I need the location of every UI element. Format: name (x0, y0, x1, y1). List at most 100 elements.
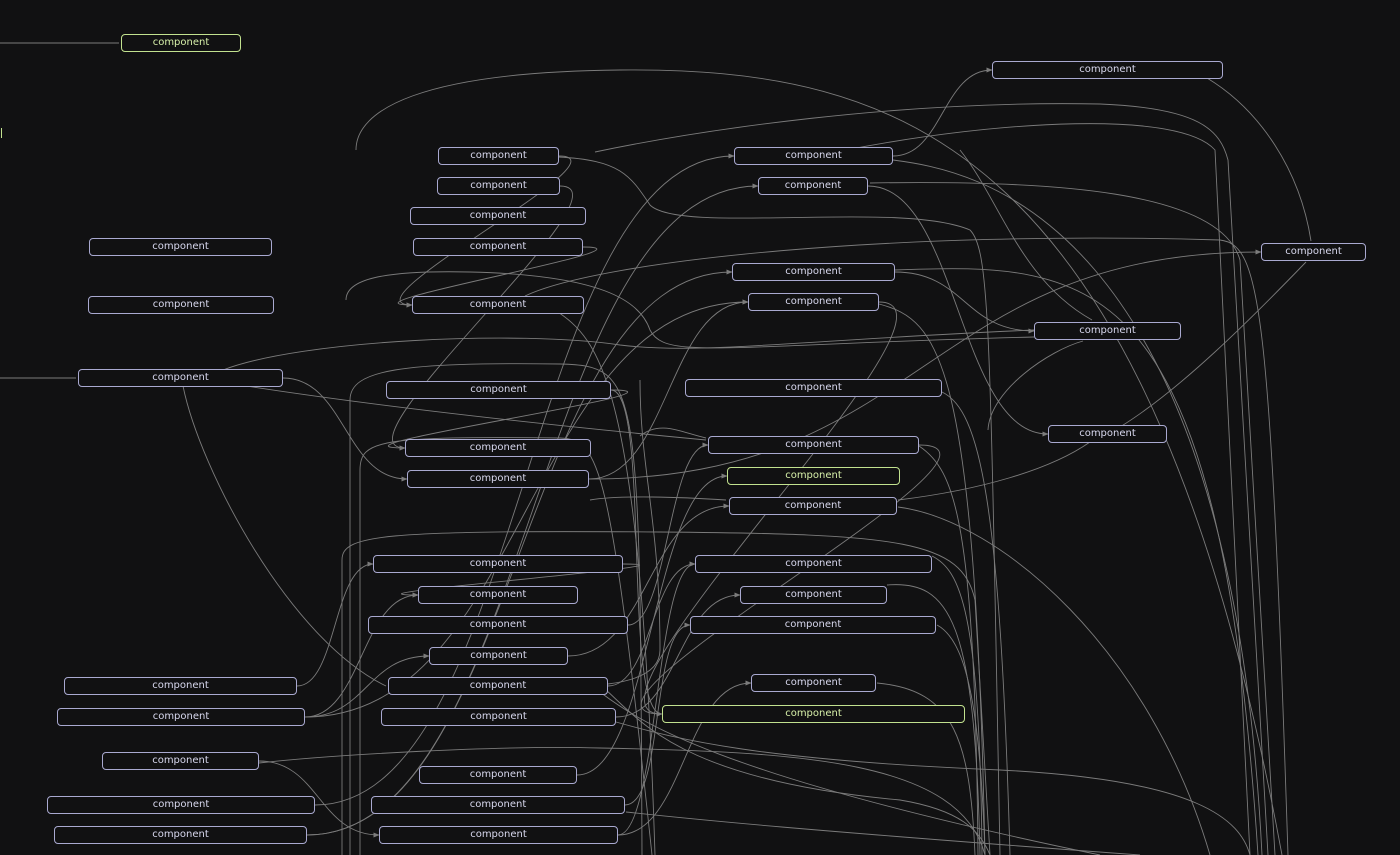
dependency-edge (607, 561, 696, 687)
component-node[interactable]: component (1048, 425, 1167, 443)
offscreen-edge (594, 103, 1269, 855)
component-node[interactable]: component (78, 369, 283, 387)
component-node[interactable]: component (412, 296, 584, 314)
edge-group (0, 42, 1312, 855)
component-node[interactable]: component (1034, 322, 1181, 340)
dependency-edge (400, 155, 571, 308)
dependency-edge (282, 377, 408, 482)
component-node[interactable]: component (410, 207, 586, 225)
component-node[interactable]: component (88, 296, 274, 314)
offscreen-edge (878, 303, 986, 855)
component-node[interactable]: component (386, 381, 611, 399)
component-node[interactable]: component (368, 616, 628, 634)
dependency-edge (306, 183, 759, 836)
offscreen-edge (557, 156, 1001, 855)
offscreen-edge (359, 437, 653, 855)
dependency-edge (576, 473, 728, 776)
offscreen-edge (936, 624, 986, 855)
offscreen-edge (876, 682, 976, 855)
component-node[interactable]: component (89, 238, 272, 256)
offscreen-edge (589, 496, 727, 501)
component-node[interactable]: component (734, 147, 893, 165)
dependency-edge (640, 444, 941, 717)
component-node[interactable]: component (405, 439, 591, 457)
offscreen-edge (897, 506, 1211, 855)
component-node[interactable]: component (690, 616, 936, 634)
offscreen-edge (892, 159, 1263, 855)
component-node[interactable]: component (438, 147, 559, 165)
component-node[interactable]: component (685, 379, 942, 397)
offscreen-edge (1119, 261, 1307, 428)
component-node[interactable]: component (64, 677, 297, 695)
offscreen-edge (524, 237, 1289, 855)
dependency-edge (567, 503, 730, 657)
component-node[interactable]: component (758, 177, 868, 195)
component-node[interactable]: component (695, 555, 932, 573)
component-node[interactable]: component (727, 467, 900, 485)
dependency-edge (627, 442, 709, 626)
offscreen-edge (239, 384, 707, 441)
component-node[interactable]: component (373, 555, 623, 573)
dependency-edge (304, 592, 419, 718)
offscreen-edge (987, 340, 1084, 431)
component-node[interactable]: component (419, 766, 577, 784)
offscreen-edge (918, 445, 979, 855)
dependency-edge (867, 185, 1049, 437)
dependency-edge (296, 561, 374, 687)
component-node[interactable]: component (437, 177, 560, 195)
dependency-edge (894, 271, 1035, 334)
component-node[interactable]: component (748, 293, 879, 311)
dependency-edge (610, 389, 663, 717)
offscreen-edge (615, 721, 1251, 855)
dependency-edge (398, 246, 597, 308)
offscreen-edge (355, 69, 1283, 855)
offscreen-edge (941, 391, 1011, 855)
component-node[interactable]: component (57, 708, 305, 726)
component-node[interactable]: component (381, 708, 616, 726)
dependency-edge (392, 185, 573, 451)
offscreen-edge (959, 149, 1093, 321)
dependency-edge (387, 389, 629, 451)
component-node[interactable]: component (413, 238, 583, 256)
component-node[interactable]: component (429, 647, 568, 665)
component-node[interactable]: component (407, 470, 589, 488)
offscreen-edge (605, 689, 991, 855)
offscreen-edge (345, 271, 1035, 349)
offscreen-edge (639, 427, 707, 439)
offscreen-edge (341, 531, 991, 855)
component-node[interactable]: component (729, 497, 897, 515)
component-node[interactable]: component (1261, 243, 1366, 261)
dependency-edge (588, 249, 1262, 480)
offscreen-edge (1206, 77, 1312, 242)
component-node[interactable]: component (740, 586, 887, 604)
offscreen-edge (845, 123, 1251, 855)
component-node[interactable]: component (54, 826, 307, 844)
component-node[interactable]: component (751, 674, 876, 692)
component-node[interactable]: component (102, 752, 259, 770)
component-node[interactable]: component (371, 796, 625, 814)
offscreen-edge (886, 584, 981, 855)
offscreen-edge (897, 441, 1091, 501)
component-node[interactable]: component (662, 705, 965, 723)
component-node[interactable]: component (992, 61, 1223, 79)
component-node[interactable]: component (732, 263, 895, 281)
component-node[interactable]: component (379, 826, 618, 844)
offscreen-edge (349, 363, 643, 855)
component-node[interactable]: component (121, 34, 241, 52)
dependency-edge (617, 680, 752, 836)
component-node[interactable]: component (418, 586, 578, 604)
offscreen-node-edge (0, 128, 2, 138)
component-node[interactable]: component (708, 436, 919, 454)
offscreen-edge (894, 268, 1259, 855)
offscreen-edge (222, 329, 1035, 371)
dependency-edge (306, 269, 733, 836)
offscreen-edge (869, 182, 1276, 855)
component-node[interactable]: component (47, 796, 315, 814)
dependency-edge (304, 653, 430, 718)
offscreen-edge (625, 811, 1141, 855)
offscreen-edge (182, 385, 387, 687)
component-node[interactable]: component (388, 677, 608, 695)
dependency-edge (892, 67, 993, 157)
